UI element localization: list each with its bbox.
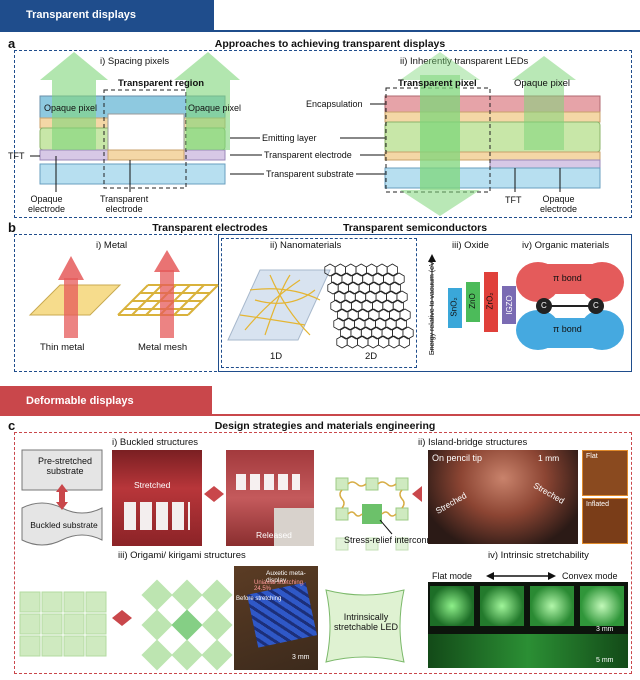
divider-blue: [0, 30, 640, 32]
panel-a-title: Approaches to achieving transparent disp…: [214, 38, 446, 50]
thin-metal-label: Thin metal: [40, 342, 85, 353]
banner-transparent-displays: Transparent displays: [0, 0, 214, 30]
opaque-pixel-left-label: Opaque pixel: [44, 103, 98, 113]
scale-1mm: 1 mm: [538, 453, 560, 463]
auxetic-scale: 3 mm: [292, 654, 310, 661]
panel-b-diagram: [28, 250, 624, 352]
flat-inset-photo: Flat: [582, 450, 628, 496]
hex-cell: [386, 263, 398, 277]
released-photo: Released: [226, 450, 314, 546]
inflated-inset-photo: Inflated: [582, 498, 628, 544]
spacing-pixels-subtitle: i) Spacing pixels: [100, 56, 170, 67]
flat-inset-label: Flat: [586, 453, 598, 460]
panel-c-title: Design strategies and materials engineer…: [214, 420, 436, 432]
kirigami-rotated: [141, 579, 233, 671]
released-label: Released: [256, 530, 292, 540]
pi-bond-bottom-label: π bond: [553, 324, 582, 334]
nano-1d-label: 1D: [270, 351, 283, 362]
intrinsic-subtitle: iv) Intrinsic stretchability: [488, 550, 589, 561]
stretched-photo: Stretched: [112, 450, 202, 546]
band-zro2: [484, 272, 498, 332]
origami-subtitle: iii) Origami/ kirigami structures: [118, 550, 246, 561]
metal-subtitle: i) Metal: [96, 240, 128, 251]
oxide-subtitle: iii) Oxide: [452, 240, 489, 251]
opaque-electrode-left-label: Opaque electrode: [28, 194, 66, 214]
hex-cell: [393, 272, 405, 286]
graphene-lattice: [324, 263, 414, 349]
panel-b-letter: b: [8, 220, 16, 235]
opaque-pixel-label: Opaque pixel: [514, 78, 570, 89]
band-sno2: [448, 288, 462, 328]
hex-cell: [396, 290, 408, 304]
buckled-substrate-label: Buckled substrate: [30, 520, 98, 530]
pencil-tip-photo: On pencil tip 1 mm Streched Streched: [428, 450, 578, 544]
auxetic-title: Auxetic meta-display: [266, 570, 306, 584]
pi-bond-top-label: π bond: [553, 273, 582, 283]
led-scale-bottom: 5 mm: [596, 657, 614, 664]
hex-cell: [398, 335, 410, 349]
transparent-leds-subtitle: ii) Inherently transparent LEDs: [400, 56, 529, 67]
banner-deformable-displays: Deformable displays: [0, 386, 212, 416]
transparent-electrode-center-label: Transparent electrode: [264, 150, 352, 160]
nanomaterials-subtitle: ii) Nanomaterials: [270, 240, 342, 251]
opaque-electrode-right-label: Opaque electrode: [540, 194, 578, 214]
intrinsic-led-label: Intrinsically stretchable LED: [334, 612, 399, 632]
flat-mode-label: Flat mode: [432, 571, 473, 581]
band-zno: [466, 282, 480, 322]
uniaxial-label: Uniaxial stretching, 24.5%: [254, 580, 305, 592]
transparent-semiconductors-title: Transparent semiconductors: [342, 222, 488, 234]
transparent-region-label: Transparent region: [118, 78, 205, 89]
stretched-left-label: Streched: [433, 490, 469, 516]
hex-cell: [392, 299, 404, 313]
island-subtitle: ii) Island-bridge structures: [418, 437, 528, 448]
organic-subtitle: iv) Organic materials: [522, 240, 610, 251]
transparent-substrate-label: Transparent substrate: [266, 169, 354, 179]
inflated-inset-label: Inflated: [586, 501, 609, 508]
stretched-right-label: Streched: [531, 480, 567, 506]
carbon-left-label: C: [541, 301, 547, 310]
transparent-electrode-left-label: Transparent electrode: [100, 194, 149, 214]
nano-2d-label: 2D: [365, 351, 378, 362]
prestretched-substrate-label: Pre-stretched substrate: [37, 456, 93, 476]
emitting-layer-label: Emitting layer: [262, 133, 317, 143]
semiconductors-box: [218, 234, 632, 372]
panel-c-frame: [14, 432, 632, 674]
metal-mesh-label: Metal mesh: [138, 342, 188, 353]
hex-cell: [395, 317, 407, 331]
convex-mode-label: Convex mode: [562, 571, 618, 581]
panel-c-letter: c: [8, 418, 16, 433]
tft-right-label: TFT: [505, 195, 522, 205]
origami-grid: [19, 591, 107, 657]
before-stretching-label: Before stretching: [236, 596, 282, 602]
transparent-electrodes-title: Transparent electrodes: [152, 222, 268, 234]
nanomaterials-box: [221, 238, 417, 368]
hex-cell: [389, 281, 401, 295]
led-scale-top: 3 mm: [596, 626, 614, 633]
panel-a-diagram: [30, 52, 601, 216]
auxetic-photo: Auxetic meta-display Before stretching U…: [234, 566, 318, 670]
hex-cell: [402, 326, 414, 340]
stretched-label: Stretched: [134, 480, 171, 490]
band-igzo: [502, 286, 516, 324]
transparent-pixel-label: Transparent pixel: [398, 78, 477, 89]
opaque-pixel-right-label: Opaque pixel: [188, 103, 242, 113]
stress-relief-label: Stress-relief interconnects: [344, 535, 449, 545]
tft-left-label: TFT: [8, 151, 25, 161]
buckled-subtitle: i) Buckled structures: [112, 437, 199, 448]
panel-a-letter: a: [8, 36, 16, 51]
pencil-tip-label: On pencil tip: [432, 453, 483, 463]
stretchable-led-photos: 3 mm 5 mm: [428, 582, 628, 668]
panel-a-frame: [14, 50, 632, 218]
carbon-right-label: C: [593, 301, 599, 310]
divider-red: [0, 414, 640, 416]
hex-cell: [399, 308, 411, 322]
encapsulation-label: Encapsulation: [306, 99, 363, 109]
